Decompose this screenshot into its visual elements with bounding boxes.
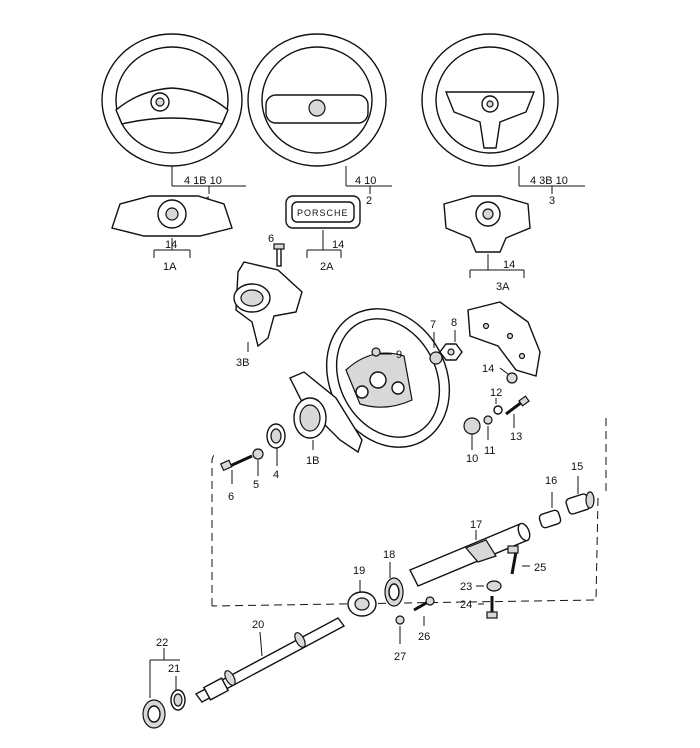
part-label-8: 8 [451, 317, 457, 329]
part-label-5: 5 [253, 479, 259, 491]
part-label-21: 21 [168, 663, 180, 675]
steering-wheel-3 [421, 33, 559, 167]
callout-2a-top: 14 [332, 239, 344, 251]
part-label-10: 10 [466, 453, 478, 465]
bolt-6: 6 [219, 454, 253, 503]
steering-wheel-2 [247, 33, 387, 167]
hub-3b: 3B [233, 261, 303, 369]
coupling-22: 22 [142, 637, 180, 729]
part-label-3b: 3B [236, 357, 249, 369]
part-label-1b: 1B [306, 455, 319, 467]
steering-wheel-1 [101, 33, 243, 167]
part-label-19: 19 [353, 565, 365, 577]
callout-wheel-1-top: 4 1B 10 [184, 175, 222, 187]
callout-wheel-2-main: 2 [366, 195, 372, 207]
horn-contact-1b: 1B [289, 371, 363, 467]
callout-wheel-2-top: 4 10 [355, 175, 376, 187]
washer-11: 11 [483, 415, 495, 457]
nut-23: 23 [460, 580, 502, 593]
part-label-9: 9 [396, 349, 402, 361]
part-label-11: 11 [484, 445, 495, 457]
part-label-6-top: 6 [268, 233, 274, 245]
callout-wheel-3-main: 3 [549, 195, 555, 207]
part-label-16: 16 [545, 475, 557, 487]
horn-pad-1a: 14 1A [111, 195, 233, 273]
callout-wheel-3: 4 3B 10 3 [518, 166, 585, 207]
part-label-18: 18 [383, 549, 395, 561]
callout-wheel-3-top: 4 3B 10 [530, 175, 568, 187]
part-label-12: 12 [490, 387, 502, 399]
spacer-10: 10 [463, 417, 481, 465]
bolt-24: 24 [460, 596, 498, 619]
clip-27: 27 [394, 615, 406, 663]
part-label-27: 27 [394, 651, 406, 663]
part-label-17: 17 [470, 519, 482, 531]
screw-26: 26 [413, 596, 435, 643]
horn-pad-rear-14: 14 [467, 301, 541, 384]
porsche-logo-text: PORSCHE [297, 208, 349, 218]
callout-2a-main: 2A [320, 261, 334, 273]
bushing-15: 15 [565, 461, 595, 515]
nut-8: 8 [439, 317, 463, 361]
washer-5: 5 [252, 448, 264, 491]
part-label-25: 25 [534, 562, 546, 574]
part-label-26: 26 [418, 631, 430, 643]
callout-wheel-2: 4 10 2 [345, 166, 392, 207]
part-label-4: 4 [273, 469, 279, 481]
horn-pad-3a: 14 3A [443, 195, 531, 293]
bearing-housing-19: 19 [347, 565, 377, 617]
part-label-23: 23 [460, 581, 472, 593]
assembly-outline [211, 418, 607, 607]
callout-3a-main: 3A [496, 281, 510, 293]
callout-1a-main: 1A [163, 261, 177, 273]
bolt-25: 25 [507, 545, 546, 575]
bushing-16: 16 [538, 475, 562, 529]
washer-7: 7 [429, 319, 443, 365]
bearing-18: 18 [383, 549, 404, 607]
callout-1a-top: 14 [165, 239, 177, 251]
column-tube-17: 17 [409, 519, 531, 587]
screw-13: 13 [505, 395, 530, 443]
part-label-6: 6 [228, 491, 234, 503]
steering-shaft-20: 20 [194, 617, 346, 703]
callout-3a-top: 14 [503, 259, 515, 271]
part-label-14: 14 [482, 363, 494, 375]
seal-21: 21 [168, 663, 186, 711]
screw-6-top: 6 [268, 233, 285, 267]
part-label-15: 15 [571, 461, 583, 473]
steering-wheel-main: 9 [325, 308, 451, 448]
horn-pad-2a: PORSCHE 14 2A [285, 195, 361, 273]
part-label-7: 7 [430, 319, 436, 331]
part-label-24: 24 [460, 599, 472, 611]
washer-12: 12 [490, 387, 503, 415]
part-label-22: 22 [156, 637, 168, 649]
part-label-20: 20 [252, 619, 264, 631]
ring-4: 4 [266, 423, 286, 481]
part-label-13: 13 [510, 431, 522, 443]
